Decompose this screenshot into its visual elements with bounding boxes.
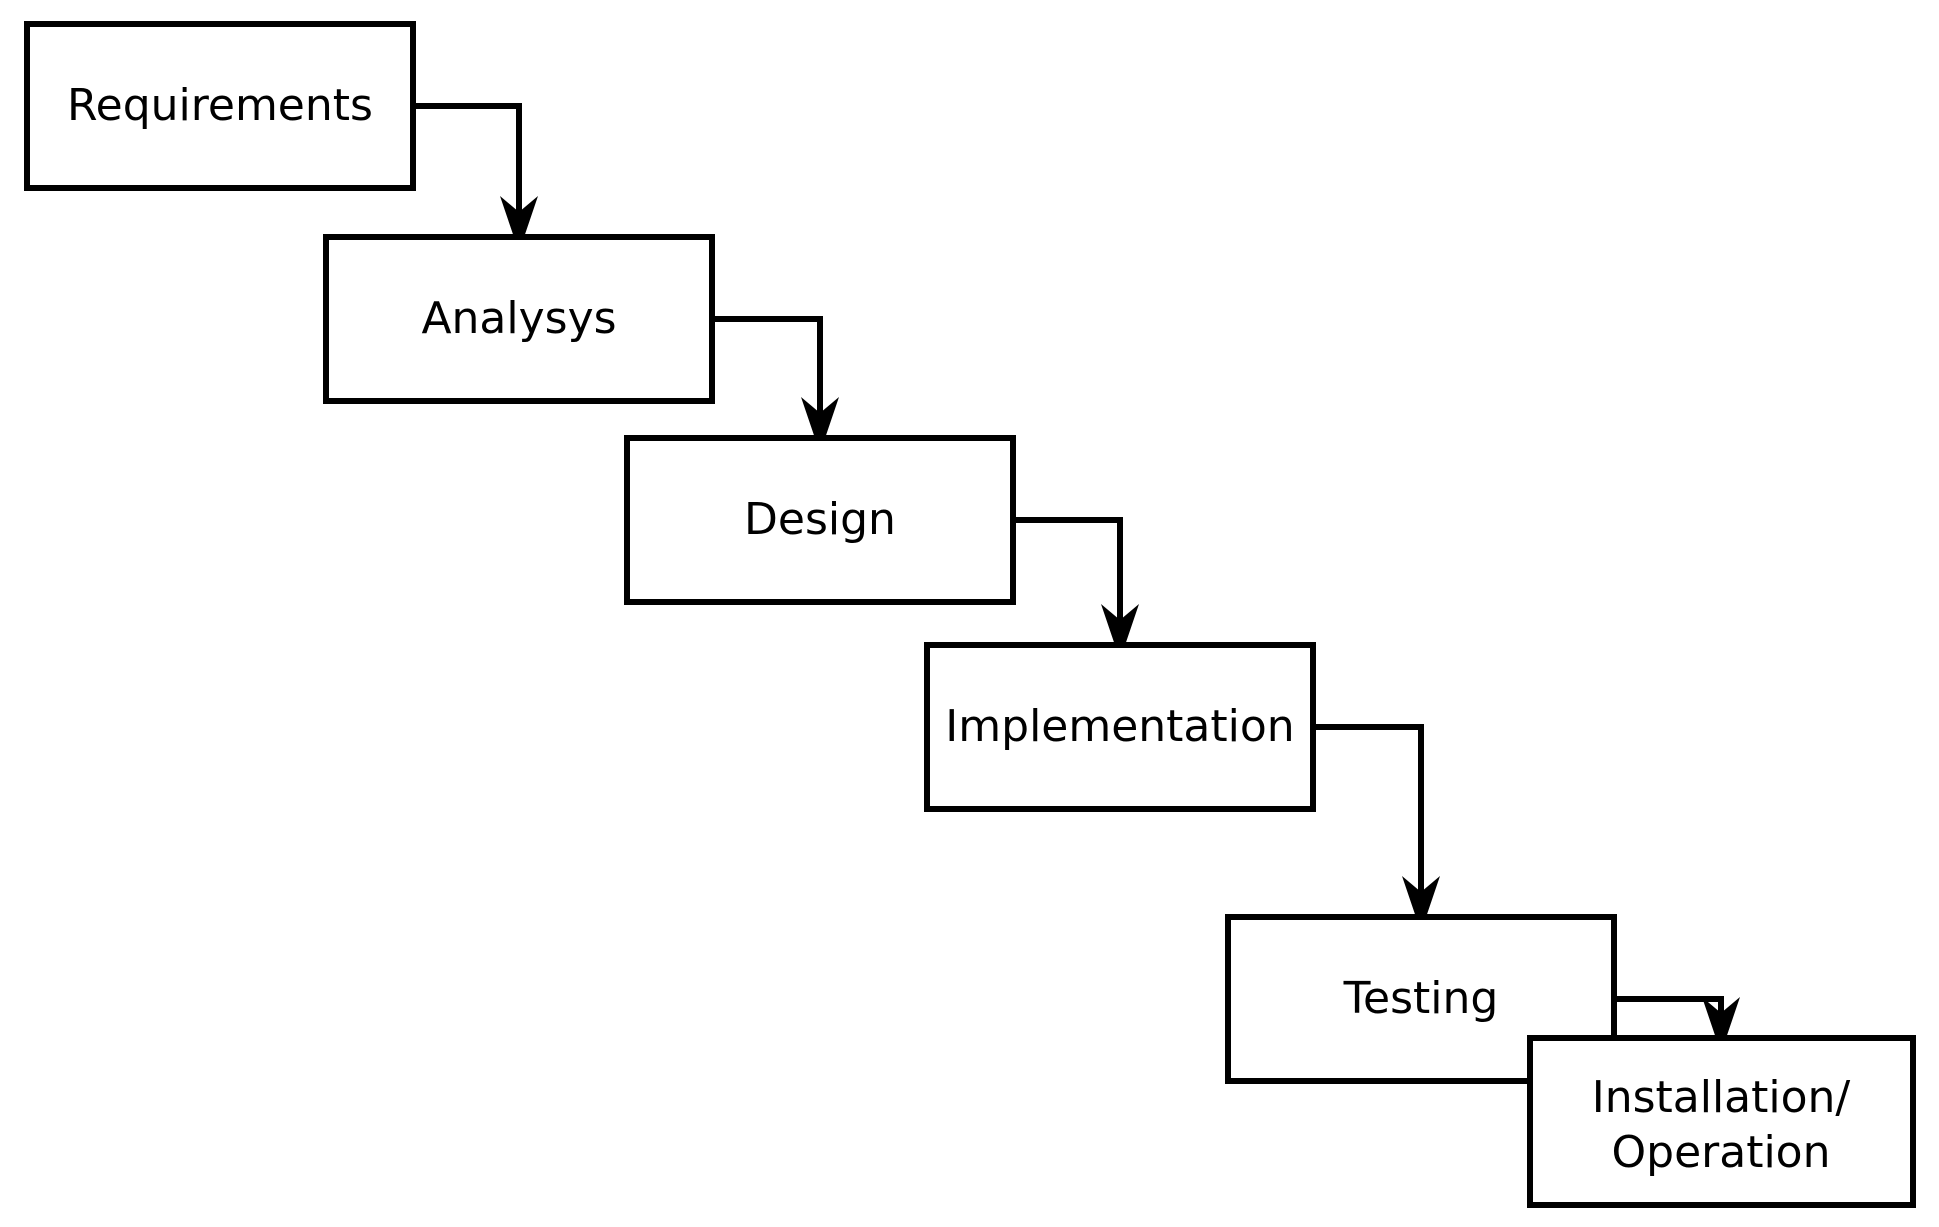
stage-label-installation: Installation/ — [1592, 1072, 1851, 1123]
stage-box-outline[interactable] — [323, 234, 715, 404]
connector-analysys-to-design — [712, 316, 839, 453]
arrow-head-icon — [801, 397, 839, 453]
stage-label-implementation: Implementation — [945, 701, 1294, 752]
stage-label-requirements: Requirements — [67, 80, 373, 131]
connector-line — [413, 103, 522, 220]
connector-requirements-to-analysys — [413, 103, 538, 252]
stage-box-analysys[interactable]: Analysys — [323, 234, 715, 404]
arrow-head-icon — [500, 196, 538, 252]
stage-label-operation: Operation — [1612, 1127, 1831, 1178]
stage-box-implementation[interactable]: Implementation — [924, 642, 1316, 812]
stage-label-testing: Testing — [1343, 973, 1499, 1024]
stage-box-design[interactable]: Design — [624, 435, 1016, 605]
arrow-head-icon — [1101, 604, 1139, 660]
stage-label-analysys: Analysys — [421, 293, 616, 344]
stage-box-outline[interactable] — [924, 642, 1316, 812]
stage-box-outline[interactable] — [624, 435, 1016, 605]
stage-box-outline[interactable] — [24, 21, 416, 191]
stage-box-requirements[interactable]: Requirements — [24, 21, 416, 191]
arrow-head-icon — [1402, 876, 1440, 932]
connector-design-to-implementation — [1013, 517, 1139, 660]
stage-box-outline[interactable] — [1527, 1035, 1916, 1208]
stage-label-design: Design — [744, 494, 896, 545]
stage-box-installation-operation[interactable]: Installation/ Operation — [1527, 1035, 1916, 1208]
connector-testing-to-installation — [1614, 996, 1740, 1053]
stage-box-group: Requirements Analysys Design Implementat… — [24, 21, 1916, 1208]
connector-implementation-to-testing — [1313, 724, 1440, 932]
connector-line — [712, 316, 823, 421]
connector-line — [1313, 724, 1424, 900]
connector-group — [413, 103, 1740, 1053]
connector-line — [1013, 517, 1123, 628]
arrow-head-icon — [1702, 997, 1740, 1053]
